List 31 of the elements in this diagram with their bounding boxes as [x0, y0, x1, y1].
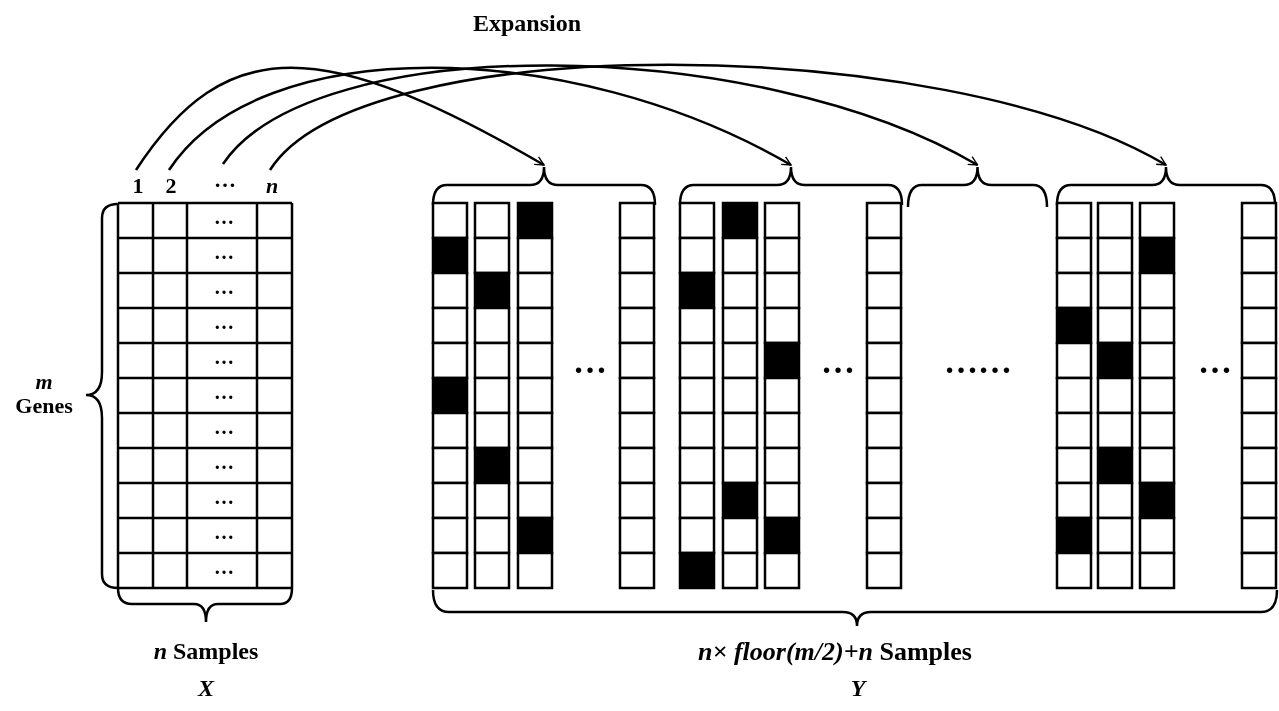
curly-brace [905, 165, 1050, 207]
matrix-name: Y [850, 675, 866, 702]
sample-group-drawing [1054, 165, 1278, 590]
ellipsis: … [214, 381, 234, 403]
ellipsis: … [573, 343, 607, 381]
arrow [222, 64, 979, 167]
ellipsis: … [821, 343, 855, 381]
ellipsis: … [214, 311, 234, 333]
ellipsis: … [214, 276, 234, 298]
dimension-label: m Genes [14, 370, 74, 419]
matrix-name: X [198, 675, 214, 702]
ellipsis: … [1198, 343, 1232, 381]
ellipsis: … [214, 451, 234, 473]
axis-label: n Samples [153, 638, 259, 665]
ellipsis: … [214, 556, 234, 578]
ellipsis: … [214, 206, 234, 228]
column-number: 2 [165, 174, 177, 199]
axis-label: n× floor(m/2)+n Samples [698, 638, 972, 667]
ellipsis: … [214, 241, 234, 263]
column-number: 1 [132, 174, 144, 199]
ellipsis: … [214, 521, 234, 543]
ellipsis: … [214, 346, 234, 368]
column-number: … [214, 168, 236, 193]
ellipsis: … [214, 416, 234, 438]
arrow [168, 66, 792, 171]
arrow [135, 66, 545, 171]
diagram-title: Expansion [472, 10, 582, 37]
arrow [269, 63, 1167, 171]
column-number: n [265, 174, 279, 199]
ellipsis: …… [944, 343, 1012, 381]
ellipsis: … [214, 486, 234, 508]
